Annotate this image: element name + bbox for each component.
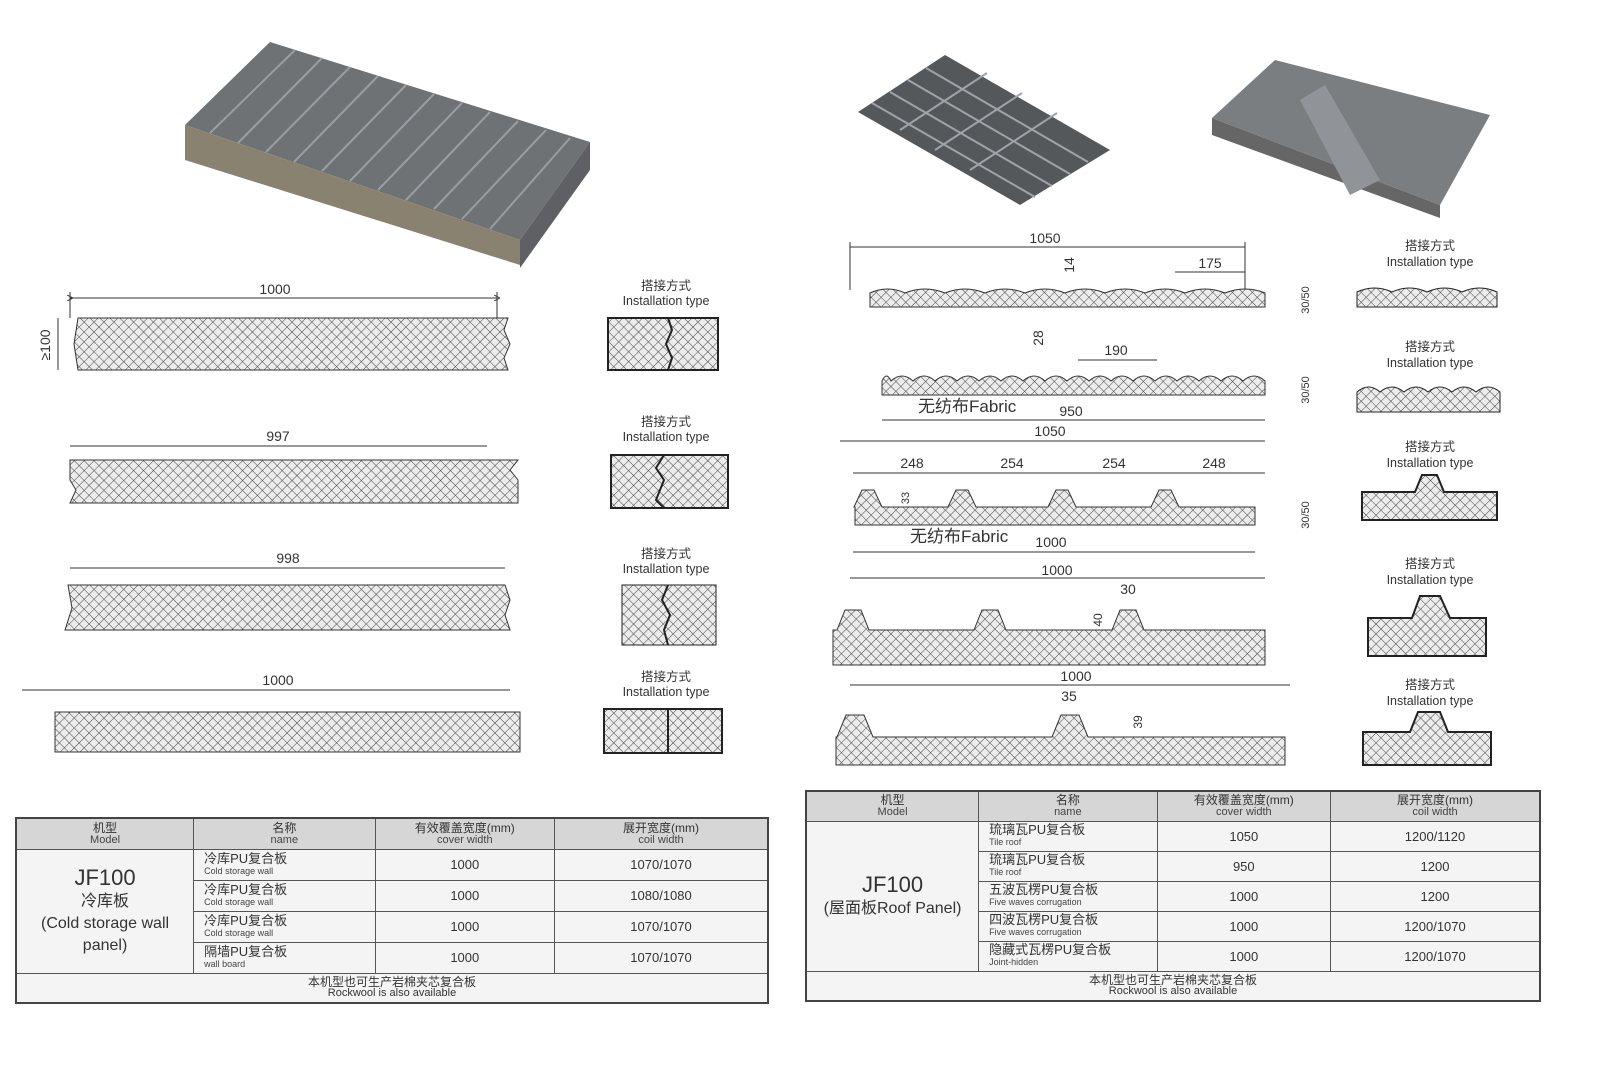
roof-profile-joint-hidden: 1000 35 39: [835, 668, 1290, 766]
right-install-2: 搭接方式 Installation type: [1356, 339, 1501, 413]
right-install-5: 搭接方式 Installation type: [1362, 677, 1492, 766]
svg-text:30/50: 30/50: [1300, 501, 1312, 529]
svg-text:14: 14: [1061, 257, 1077, 273]
left-profile-1: 1000 ≥100: [37, 281, 511, 371]
header-cover-width: 有效覆盖宽度(mm)cover width: [1156, 790, 1332, 822]
svg-text:无纺布Fabric: 无纺布Fabric: [910, 527, 1009, 546]
dimension-width: 998: [276, 550, 300, 566]
svg-text:1000: 1000: [1041, 562, 1072, 578]
svg-text:无纺布Fabric: 无纺布Fabric: [918, 397, 1017, 416]
svg-text:搭接方式: 搭接方式: [641, 414, 692, 429]
svg-text:248: 248: [900, 455, 924, 471]
model-cell: JF100(屋面板Roof Panel): [805, 820, 980, 972]
svg-text:254: 254: [1000, 455, 1024, 471]
svg-text:175: 175: [1198, 255, 1222, 271]
svg-text:搭接方式: 搭接方式: [1405, 238, 1456, 253]
svg-text:Installation type: Installation type: [1387, 456, 1474, 470]
left-install-1: 搭接方式 Installation type: [607, 278, 719, 371]
svg-text:1000: 1000: [1060, 668, 1091, 684]
svg-text:搭接方式: 搭接方式: [1405, 677, 1456, 692]
svg-text:搭接方式: 搭接方式: [1405, 339, 1456, 354]
svg-text:40: 40: [1091, 613, 1105, 627]
tile-roof-3d-render: [858, 55, 1110, 205]
svg-text:搭接方式: 搭接方式: [641, 546, 692, 561]
dimension-width: 997: [266, 428, 290, 444]
header-coil-width: 展开宽度(mm)coil width: [1330, 790, 1541, 822]
svg-text:190: 190: [1104, 342, 1128, 358]
wall-panel-3d-render: [185, 42, 590, 268]
svg-text:248: 248: [1202, 455, 1226, 471]
svg-text:1050: 1050: [1034, 423, 1065, 439]
left-profile-4: 1000: [22, 672, 521, 753]
svg-text:1000: 1000: [1035, 534, 1066, 550]
svg-text:搭接方式: 搭接方式: [641, 278, 692, 293]
roof-profile-tile-950: 28 190 无纺布Fabric 950 1050 30/50: [840, 330, 1312, 442]
svg-text:30: 30: [1120, 581, 1136, 597]
svg-text:搭接方式: 搭接方式: [1405, 556, 1456, 571]
svg-text:30/50: 30/50: [1300, 376, 1312, 404]
header-cover-width: 有效覆盖宽度(mm)cover width: [374, 817, 556, 850]
svg-text:28: 28: [1030, 330, 1046, 346]
joint-hidden-roof-3d-render: [1212, 60, 1490, 218]
roof-profile-five-waves: 248 254 254 248 33 无纺布Fabric 1000 30/50: [853, 455, 1312, 553]
right-install-3: 搭接方式 Installation type: [1361, 439, 1498, 521]
svg-text:35: 35: [1061, 688, 1077, 704]
dimension-width: 1000: [259, 281, 290, 297]
svg-text:Installation type: Installation type: [623, 562, 710, 576]
right-install-4: 搭接方式 Installation type: [1367, 556, 1487, 657]
header-coil-width: 展开宽度(mm)coil width: [554, 817, 769, 850]
roof-profile-tile-1050: 1050 14 175 30/50: [849, 230, 1312, 314]
svg-text:254: 254: [1102, 455, 1126, 471]
svg-text:1050: 1050: [1029, 230, 1060, 246]
left-install-4: 搭接方式 Installation type: [603, 669, 723, 754]
dimension-height: ≥100: [37, 329, 53, 360]
left-install-3: 搭接方式 Installation type: [621, 546, 717, 646]
right-install-1: 搭接方式 Installation type: [1356, 238, 1498, 308]
roof-profile-four-waves: 1000 30 40: [832, 562, 1266, 666]
svg-text:Installation type: Installation type: [623, 430, 710, 444]
svg-text:Installation type: Installation type: [623, 294, 710, 308]
svg-text:搭接方式: 搭接方式: [641, 669, 692, 684]
left-install-2: 搭接方式 Installation type: [610, 414, 729, 509]
svg-text:33: 33: [900, 492, 912, 504]
svg-text:Installation type: Installation type: [1387, 573, 1474, 587]
svg-text:Installation type: Installation type: [1387, 255, 1474, 269]
svg-text:搭接方式: 搭接方式: [1405, 439, 1456, 454]
svg-text:Installation type: Installation type: [1387, 694, 1474, 708]
svg-text:30/50: 30/50: [1300, 286, 1312, 314]
left-profile-3: 998: [64, 550, 511, 631]
svg-text:Installation type: Installation type: [623, 685, 710, 699]
svg-text:Installation type: Installation type: [1387, 356, 1474, 370]
dimension-width: 1000: [262, 672, 293, 688]
svg-text:39: 39: [1131, 715, 1145, 729]
svg-text:950: 950: [1059, 403, 1083, 419]
left-profile-2: 997: [69, 428, 520, 504]
